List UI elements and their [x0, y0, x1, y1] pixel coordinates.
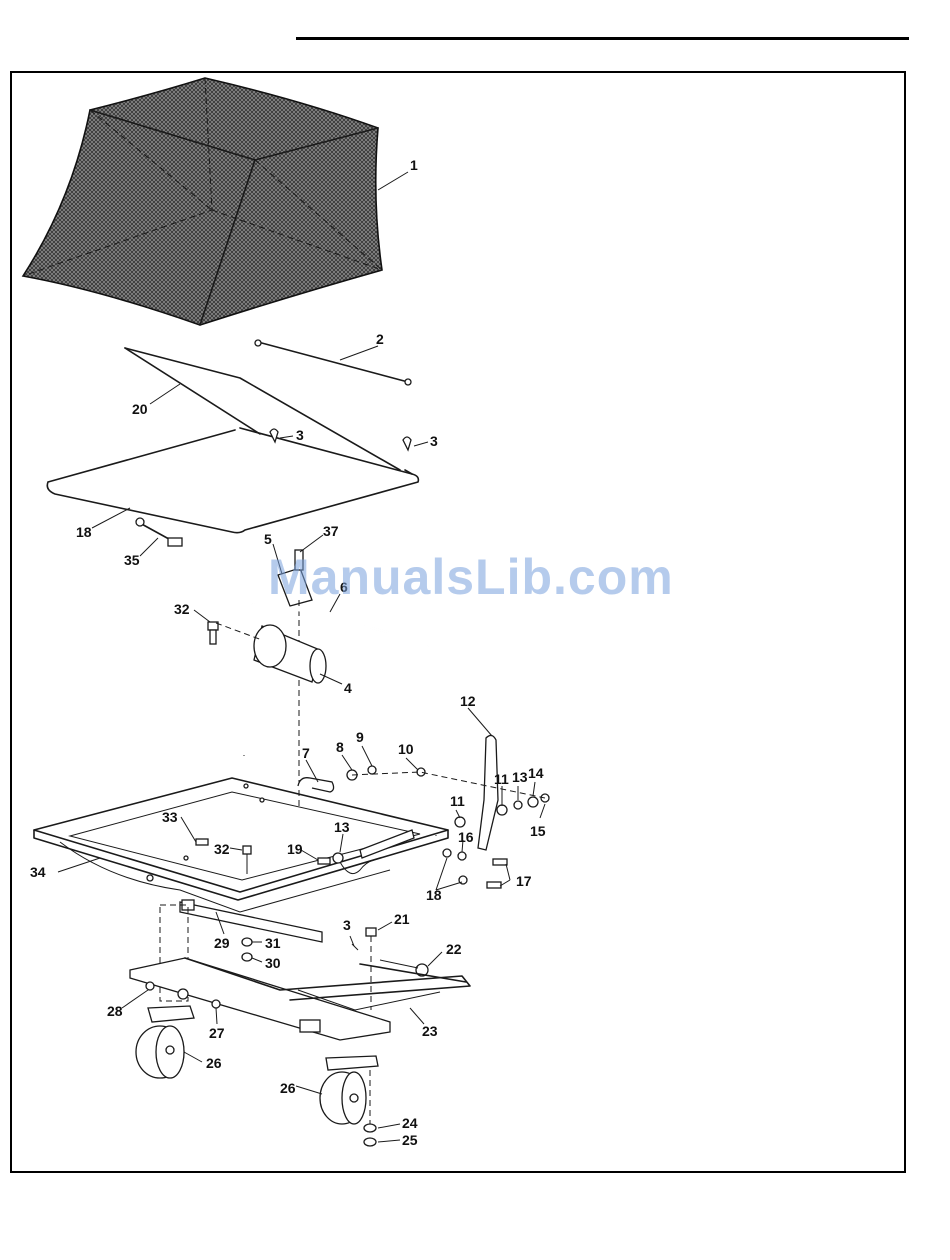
bag-frame	[47, 428, 418, 533]
watermark: ManualsLib.com	[268, 548, 674, 606]
callout-3: 3	[343, 917, 351, 933]
callout-34: 34	[30, 864, 46, 880]
callout-19: 19	[287, 841, 303, 857]
callout-5: 5	[264, 531, 272, 547]
callout-32: 32	[214, 841, 230, 857]
callout-2: 2	[376, 331, 384, 347]
callout-35: 35	[124, 552, 140, 568]
nut	[242, 938, 252, 961]
callout-26: 26	[206, 1055, 222, 1071]
caster-wheel	[320, 1056, 378, 1124]
alignment-line	[216, 623, 262, 640]
clip	[270, 429, 411, 450]
nut	[364, 1070, 376, 1146]
callout-11: 11	[494, 771, 509, 787]
callout-28: 28	[107, 1003, 123, 1019]
callout-25: 25	[402, 1132, 418, 1148]
callout-20: 20	[132, 401, 148, 417]
callout-24: 24	[402, 1115, 418, 1131]
callout-4: 4	[344, 680, 352, 696]
frame-rod	[125, 348, 400, 470]
channel	[180, 900, 322, 942]
callout-16: 16	[458, 829, 474, 845]
callout-32: 32	[174, 601, 190, 617]
callout-9: 9	[356, 729, 364, 745]
callout-31: 31	[265, 935, 281, 951]
clamp	[298, 778, 334, 792]
bolt	[208, 622, 218, 644]
callout-21: 21	[394, 911, 410, 927]
support-rod	[255, 340, 411, 385]
caster-wheel	[136, 1006, 194, 1078]
callout-13: 13	[334, 819, 350, 835]
callout-23: 23	[422, 1023, 438, 1039]
callout-13: 13	[512, 769, 528, 785]
callout-15: 15	[530, 823, 546, 839]
callout-7: 7	[302, 745, 310, 761]
callout-37: 37	[323, 523, 339, 539]
callout-30: 30	[265, 955, 281, 971]
callout-27: 27	[209, 1025, 225, 1041]
callout-26: 26	[280, 1080, 296, 1096]
lever	[478, 735, 498, 850]
callout-14: 14	[528, 765, 544, 781]
callout-22: 22	[446, 941, 462, 957]
callout-29: 29	[214, 935, 230, 951]
callout-10: 10	[398, 741, 414, 757]
callout-11: 11	[450, 793, 465, 809]
callout-12: 12	[460, 693, 476, 709]
callout-33: 33	[162, 809, 178, 825]
tube	[254, 625, 326, 683]
callout-17: 17	[516, 873, 532, 889]
callout-18: 18	[426, 887, 442, 903]
callout-1: 1	[410, 157, 418, 173]
callout-3: 3	[430, 433, 438, 449]
callout-3: 3	[296, 427, 304, 443]
latch	[136, 518, 182, 546]
grass-bag	[23, 78, 382, 325]
callout-8: 8	[336, 739, 344, 755]
callout-18: 18	[76, 524, 92, 540]
